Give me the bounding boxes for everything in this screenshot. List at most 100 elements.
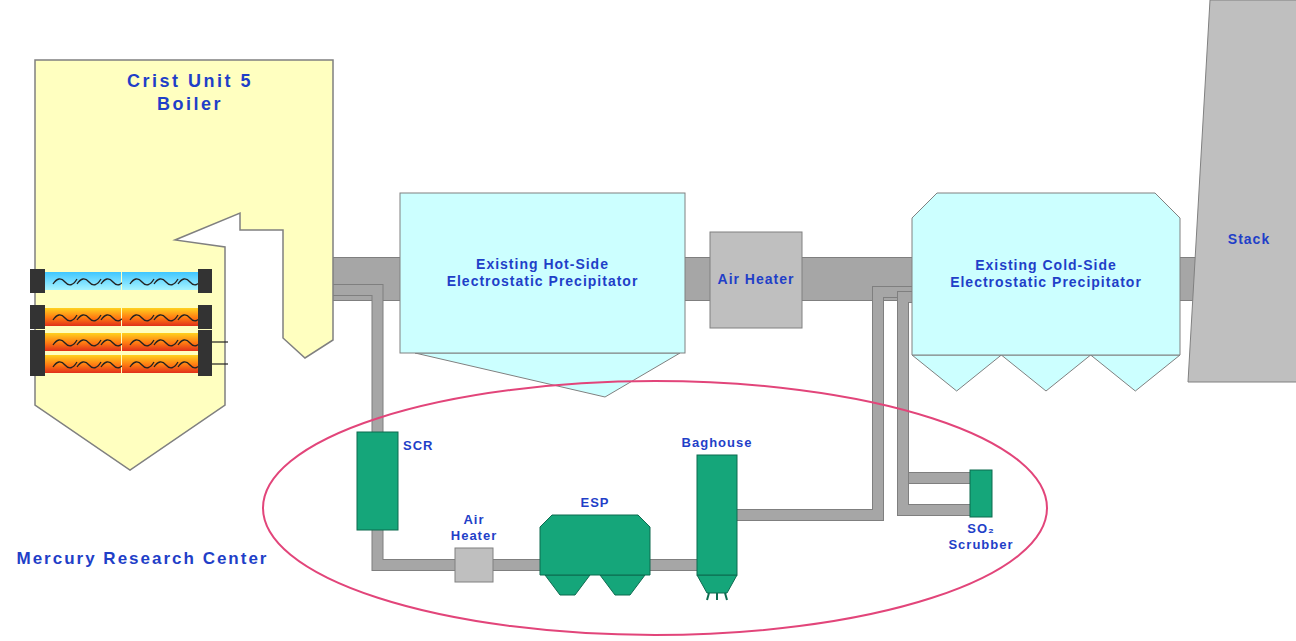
duct-outline xyxy=(650,559,697,571)
cold-side-precipitator-outline xyxy=(912,193,1180,393)
node-label: Mercury Research Center xyxy=(15,548,270,569)
burner-block xyxy=(30,330,45,354)
burner-flame xyxy=(45,272,121,290)
precipitator: ESP xyxy=(540,515,650,595)
burner-feed xyxy=(212,341,228,342)
unit-body xyxy=(357,432,398,530)
node-label: SO₂ Scrubber xyxy=(939,521,1023,554)
stack-outline xyxy=(1188,0,1296,382)
boiler-outline xyxy=(35,60,333,470)
burner-flame xyxy=(122,308,198,326)
node-label: SCR xyxy=(403,438,447,454)
hot-side-precipitator-outline xyxy=(400,193,685,398)
air-heater-body xyxy=(455,548,493,582)
hopper-leg xyxy=(707,593,709,600)
hopper xyxy=(600,575,645,595)
flame-stroke xyxy=(77,315,101,321)
hopper-leg xyxy=(716,593,718,600)
cold-side-precipitator: Existing Cold-Side Electrostatic Precipi… xyxy=(912,193,1180,393)
duct-outline xyxy=(685,257,710,301)
air-heater-body xyxy=(710,232,802,328)
scr-reactor-outline xyxy=(357,432,398,530)
hopper xyxy=(1001,355,1090,391)
scr-reactor: SCR xyxy=(357,432,398,530)
hopper xyxy=(912,355,1001,391)
duct-connector xyxy=(493,565,540,566)
duct-connector xyxy=(378,530,456,565)
boiler-outline xyxy=(35,60,333,470)
flame-stroke xyxy=(77,279,101,285)
duct-connector xyxy=(802,279,912,280)
baghouse-body xyxy=(697,455,737,575)
burner-flame xyxy=(122,333,198,351)
node-label: Crist Unit 5 Boiler xyxy=(95,70,285,115)
burner-flame xyxy=(45,333,121,351)
precipitator-outline xyxy=(540,515,650,595)
flame-stroke xyxy=(154,362,178,368)
flame-stroke xyxy=(154,279,178,285)
stack: Stack xyxy=(1188,0,1296,382)
flame-stroke xyxy=(130,279,154,285)
burner-flame xyxy=(45,308,121,326)
hopper xyxy=(697,575,737,593)
duct-outline xyxy=(333,290,378,432)
so2-scrubber-outline xyxy=(970,470,992,517)
duct-fill xyxy=(333,290,378,432)
burner-block xyxy=(198,269,212,293)
node-label: Air Heater xyxy=(710,232,802,328)
flame-stroke xyxy=(53,315,77,321)
flame-stroke xyxy=(130,340,154,346)
duct-connector xyxy=(650,565,697,566)
duct-connector xyxy=(685,279,710,280)
burner-block xyxy=(30,269,45,293)
air-heater: Air Heater xyxy=(455,548,493,582)
node-label: Baghouse xyxy=(667,435,767,451)
esp-body xyxy=(540,515,650,575)
research-boundary xyxy=(263,381,1047,635)
burner-block xyxy=(198,305,212,329)
precipitator-body xyxy=(912,193,1180,355)
duct-fill xyxy=(685,258,710,300)
duct-fill xyxy=(650,560,697,570)
hopper xyxy=(1091,355,1180,391)
flame-stroke xyxy=(101,279,125,285)
node-label: Existing Hot-Side Electrostatic Precipit… xyxy=(400,193,685,353)
burner-block xyxy=(198,330,212,354)
air-heater-outline xyxy=(455,548,493,582)
precipitator-body xyxy=(400,193,685,353)
baghouse-outline xyxy=(697,455,737,600)
duct-connector xyxy=(333,290,378,432)
node-label: ESP xyxy=(560,495,630,511)
duct-outline xyxy=(378,530,456,565)
air-heater: Air Heater xyxy=(710,232,802,328)
boiler: Crist Unit 5 Boiler xyxy=(35,60,333,470)
flame-stroke xyxy=(53,279,77,285)
duct-fill xyxy=(493,560,540,570)
so2-scrubber: SO₂ Scrubber xyxy=(970,470,992,517)
flame-stroke xyxy=(53,362,77,368)
duct-connector xyxy=(333,279,400,280)
duct-fill xyxy=(378,530,456,565)
hopper xyxy=(415,353,680,397)
hot-side-precipitator: Existing Hot-Side Electrostatic Precipit… xyxy=(400,193,685,398)
duct-outline xyxy=(493,559,540,571)
flame-stroke xyxy=(77,340,101,346)
burner-feed xyxy=(212,363,228,364)
research-center-region: Mercury Research Center SCR Air Heater ESP B… xyxy=(15,378,1050,640)
flame-stroke xyxy=(77,362,101,368)
node-label: Air Heater xyxy=(441,512,507,545)
burner-block xyxy=(30,305,45,329)
node-label: Stack xyxy=(1206,231,1292,249)
flame-stroke xyxy=(101,315,125,321)
baghouse: Baghouse xyxy=(697,455,737,600)
unit-body xyxy=(970,470,992,517)
flame-stroke xyxy=(154,340,178,346)
flame-stroke xyxy=(130,362,154,368)
node-label: Existing Cold-Side Electrostatic Precipi… xyxy=(912,193,1180,355)
burner-flame xyxy=(122,272,198,290)
flame-stroke xyxy=(53,340,77,346)
flame-stroke xyxy=(130,315,154,321)
flame-stroke xyxy=(154,315,178,321)
hopper-leg xyxy=(725,593,727,600)
